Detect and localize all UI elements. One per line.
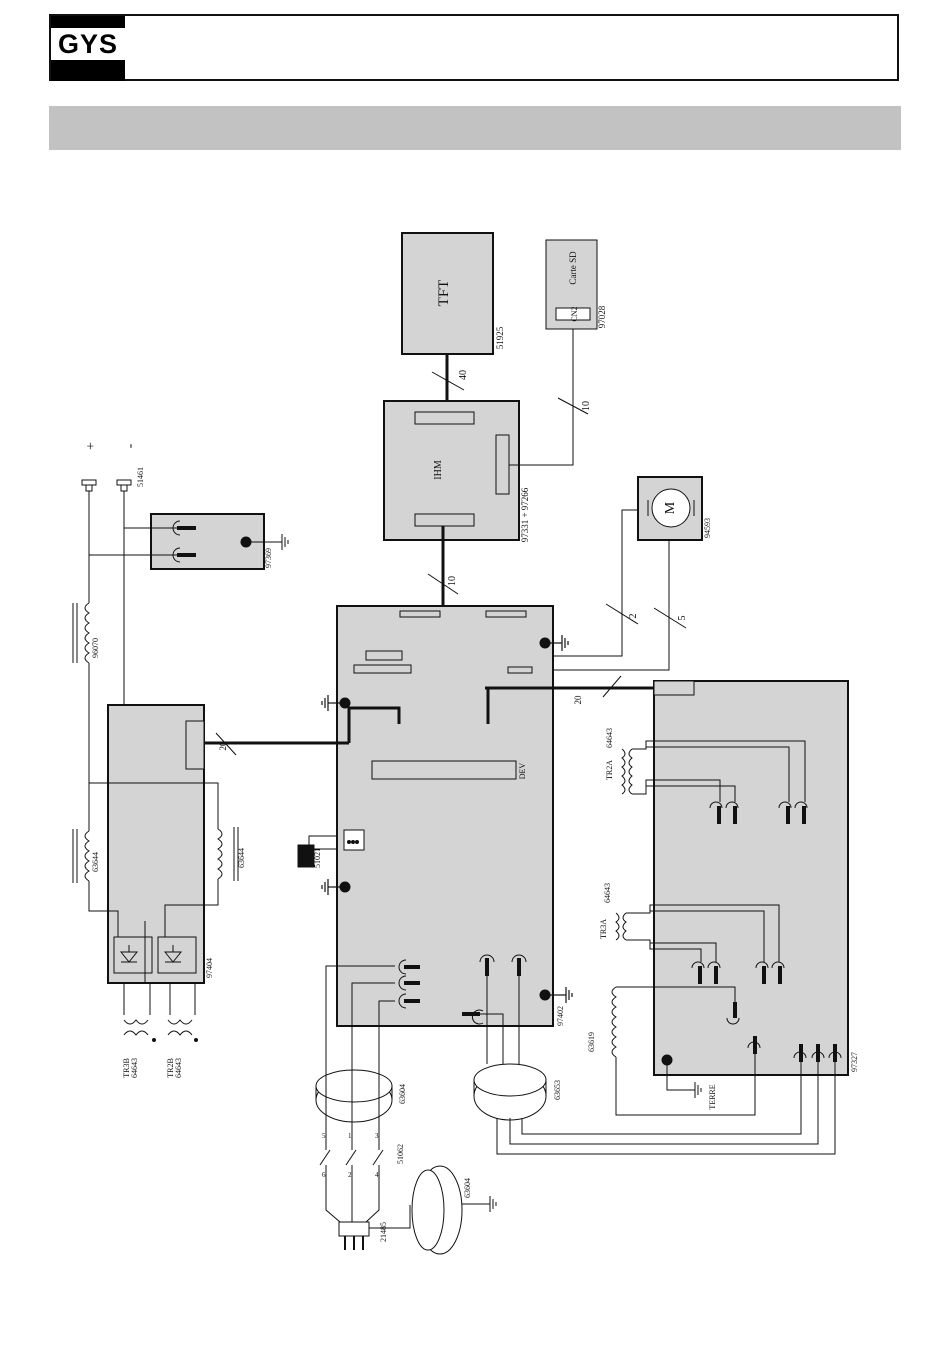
bus-ihm-label: 10 [447, 576, 458, 586]
ferrite-2: 63653 [474, 1064, 562, 1120]
tft-display: TFT 51925 [402, 233, 505, 354]
right-coil [218, 829, 222, 879]
right-board: 97327 [616, 681, 859, 1075]
ferrite3-ref: 63604 [463, 1178, 472, 1198]
tr3a-ref: 64643 [603, 883, 612, 903]
tr2a-ref: 64643 [605, 728, 614, 748]
tr3a-name: TR3A [599, 919, 608, 939]
output-terminals: + - 51461 [82, 442, 145, 491]
tft-label: TFT [436, 280, 452, 307]
bus-tft-label: 40 [458, 370, 469, 380]
left-board: 97404 [108, 705, 214, 983]
terminal-ref: 51461 [136, 467, 145, 487]
left-coil [85, 831, 89, 881]
left-board-ref: 97404 [205, 958, 214, 978]
bus-sd-label: 10 [581, 401, 592, 411]
minus-label: - [123, 443, 138, 448]
ground-board-ref: 97369 [264, 548, 273, 568]
terre-label: TERRE [708, 1084, 717, 1109]
switch-pin-6: 6 [322, 1171, 326, 1179]
left-coil-ref: 63644 [91, 852, 100, 872]
main-switch: 5 1 3 6 2 4 51062 [320, 1132, 405, 1185]
plus-label: + [84, 442, 99, 450]
sd-label: Carte SD [568, 251, 578, 285]
sd-connector: CN2 [570, 306, 579, 321]
switch-pin-4: 4 [375, 1171, 379, 1179]
switch-pin-5: 5 [322, 1132, 326, 1140]
plug-ref: 21485 [379, 1222, 388, 1242]
motor-label: M [663, 501, 678, 514]
inductor-right-ref: 63619 [587, 1032, 596, 1052]
bus-motor-b-label: 5 [677, 616, 688, 621]
tr3b-coil [124, 1020, 148, 1024]
right-ref: 97327 [850, 1052, 859, 1072]
ferrite-3: 63604 [412, 1166, 496, 1254]
ferrite-1: 63604 [316, 1070, 407, 1122]
tr3b-ref: 64643 [130, 1058, 139, 1078]
tr2a-name: TR2A [605, 760, 614, 780]
right-coil-ref: 63644 [237, 848, 246, 868]
bus-motor-a-label: 2 [628, 614, 639, 619]
switch-pin-2: 2 [348, 1171, 352, 1179]
switch-ref: 51062 [396, 1144, 405, 1164]
ihm-ref: 97331 + 97266 [520, 487, 530, 542]
thermo-ref: 51021 [313, 848, 322, 868]
ihm-label: IHM [433, 460, 444, 480]
switch-pin-3: 3 [375, 1132, 379, 1140]
switch-pin-1: 1 [348, 1132, 352, 1140]
inductor-ref: 96070 [91, 638, 100, 658]
bus-right-label: 20 [573, 695, 583, 705]
ihm-board: IHM 97331 + 97266 [384, 401, 530, 542]
motor-ref: 94593 [703, 518, 712, 538]
inductor-63619 [612, 987, 616, 1057]
main-ref: 97402 [556, 1006, 565, 1026]
ferrite1-ref: 63604 [398, 1084, 407, 1104]
tr2b-coil [168, 1020, 192, 1024]
inductor-96070 [85, 603, 89, 663]
motor-board: M 94593 [638, 477, 712, 540]
sd-card: Carte SD CN2 97028 [546, 240, 607, 329]
dev-label: DEV [518, 763, 527, 780]
main-board: DEV 97402 [322, 606, 572, 1026]
tft-ref: 51925 [495, 326, 505, 349]
tr2b-ref: 64643 [174, 1058, 183, 1078]
sd-ref: 97028 [597, 305, 607, 328]
bus-left-label: 20 [218, 741, 228, 751]
mains-plug: 21485 [326, 1185, 410, 1250]
ground-board: 97369 [151, 514, 288, 569]
ferrite2-ref: 63653 [553, 1080, 562, 1100]
